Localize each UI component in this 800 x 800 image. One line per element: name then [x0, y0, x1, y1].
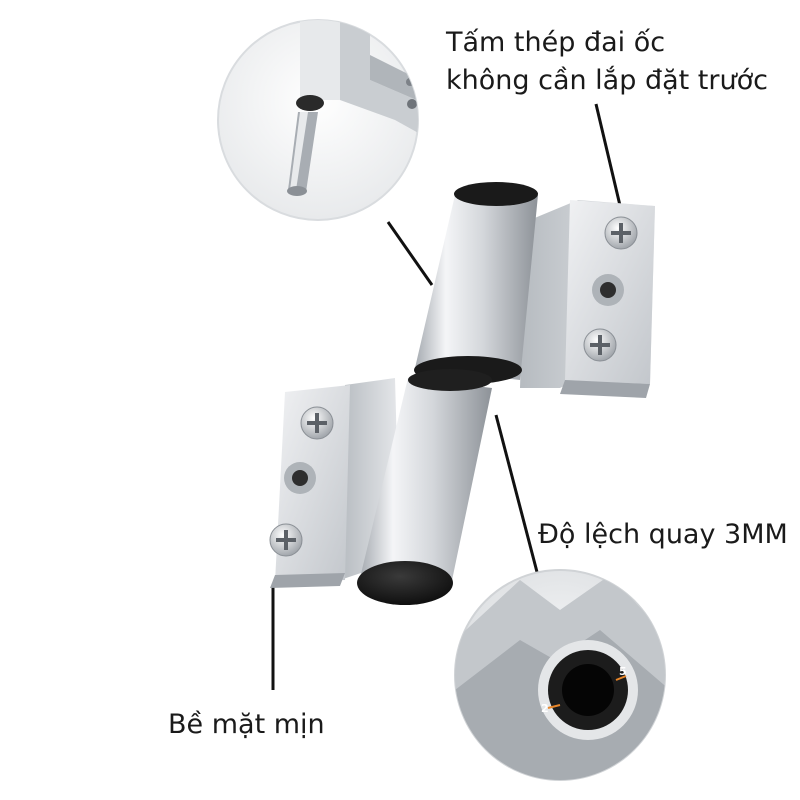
- nut-hole-icon: [284, 462, 316, 494]
- callout-line-rotation: [494, 414, 539, 573]
- hinge-upper-barrel: [414, 182, 538, 384]
- marker-label-right: 5: [619, 665, 627, 678]
- detail-circle-pin: [217, 19, 419, 221]
- screw-icon: [300, 406, 334, 440]
- detail-circle-rotation: 2 5: [454, 569, 666, 781]
- hinge-lower-barrel: [357, 369, 492, 605]
- callout-lines: [271, 103, 624, 690]
- label-nut-plate-line1: Tấm thép đai ốc: [446, 27, 666, 58]
- hinge-upper-plate: [520, 200, 655, 398]
- screw-icon: [583, 328, 617, 362]
- offset-marker-left: [547, 704, 561, 709]
- label-smooth-surface: Bề mặt mịn: [168, 709, 325, 740]
- label-rotation-offset: Độ lệch quay 3MM: [538, 519, 788, 550]
- end-cap: [357, 561, 453, 605]
- hinge-lower-plate: [269, 378, 400, 588]
- callout-line-pin: [386, 221, 434, 286]
- offset-marker-right: [615, 675, 627, 681]
- marker-label-left: 2: [541, 702, 549, 715]
- screw-icon: [269, 523, 303, 557]
- screw-icon: [604, 216, 638, 250]
- nut-hole-icon: [592, 274, 624, 306]
- label-nut-plate: Tấm thép đai ốc không cần lắp đặt trước: [446, 24, 768, 100]
- label-nut-plate-line2: không cần lắp đặt trước: [446, 65, 768, 96]
- callout-line-nut-plate: [594, 103, 624, 215]
